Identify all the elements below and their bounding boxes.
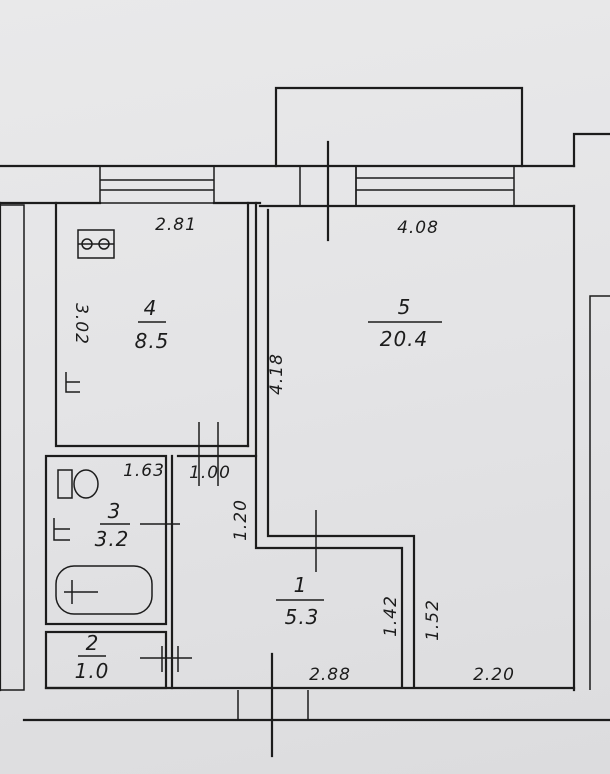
sink-icon: [65, 372, 80, 393]
balcony-door: [299, 140, 357, 242]
balcony: [274, 86, 524, 168]
window-right: [355, 165, 515, 207]
dim-room5-width: 4.08: [397, 218, 439, 238]
room-1-number: 1: [294, 573, 307, 597]
dim-hall-width: 1.00: [189, 463, 231, 483]
room-5-area: 20.4: [380, 327, 429, 351]
room-2-label: 2 1.0: [75, 631, 110, 683]
room-5-walls: [254, 204, 610, 692]
dim-room4-height: 3.02: [71, 303, 91, 345]
room-1-area: 5.3: [285, 605, 320, 629]
stove-icon: [77, 229, 115, 259]
bottom-wall: [22, 652, 610, 758]
room-2-number: 2: [86, 631, 99, 655]
dim-hall-wall-a: 1.42: [381, 595, 401, 637]
bathtub-icon: [55, 565, 153, 615]
dim-room5-wall: 4.18: [267, 353, 287, 395]
room-4-area: 8.5: [135, 329, 170, 353]
room-4-label: 4 8.5: [135, 296, 170, 353]
dim-bath-width: 1.63: [123, 461, 165, 481]
room-3-label: 3 3.2: [95, 499, 130, 551]
left-outer-wall: [0, 201, 25, 692]
dim-bottom-b: 2.20: [473, 665, 515, 685]
outer-top-wall: [0, 132, 610, 208]
room-5-label: 5 20.4: [368, 295, 442, 351]
room-1-label: 1 5.3: [276, 573, 324, 629]
bathroom-walls: [44, 454, 256, 690]
room-3-number: 3: [108, 499, 121, 523]
room-2-area: 1.0: [75, 659, 110, 683]
room-3-area: 3.2: [95, 527, 130, 551]
dim-hall-height: 1.20: [231, 499, 251, 541]
room-4-walls: [54, 201, 258, 486]
washbasin-icon: [53, 518, 70, 541]
room-4-number: 4: [144, 296, 157, 320]
window-left: [99, 165, 215, 204]
dim-bottom-a: 2.88: [309, 665, 351, 685]
dim-hall-wall-b: 1.52: [423, 599, 443, 641]
toilet-icon: [57, 469, 99, 499]
dim-room4-width: 2.81: [155, 215, 197, 235]
room-5-number: 5: [398, 295, 411, 319]
